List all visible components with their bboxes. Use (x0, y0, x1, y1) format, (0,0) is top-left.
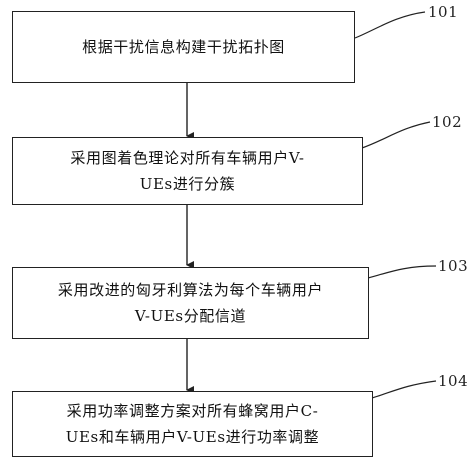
step-number-101: 101 (428, 3, 459, 21)
step-text-101: 根据干扰信息构建干扰拓扑图 (82, 38, 285, 56)
leader-101 (354, 11, 426, 39)
step-box-102: 采用图着色理论对所有车辆用户V- UEs进行分簇 (12, 137, 363, 205)
leader-104 (371, 380, 437, 399)
step-number-104: 104 (438, 372, 469, 390)
leader-103 (367, 265, 437, 279)
step-box-104: 采用功率调整方案对所有蜂窝用户C- UEs和车辆用户V-UEs进行功率调整 (12, 391, 373, 457)
step-number-103: 103 (438, 257, 469, 275)
step-number-102: 102 (432, 113, 463, 131)
step-box-101: 根据干扰信息构建干扰拓扑图 (12, 11, 355, 83)
step-text-102: 采用图着色理论对所有车辆用户V- UEs进行分簇 (70, 149, 305, 193)
leader-102 (361, 121, 431, 149)
step-box-103: 采用改进的匈牙利算法为每个车辆用户 V-UEs分配信道 (12, 267, 369, 339)
step-text-103: 采用改进的匈牙利算法为每个车辆用户 V-UEs分配信道 (57, 281, 324, 325)
step-text-104: 采用功率调整方案对所有蜂窝用户C- UEs和车辆用户V-UEs进行功率调整 (65, 402, 320, 446)
